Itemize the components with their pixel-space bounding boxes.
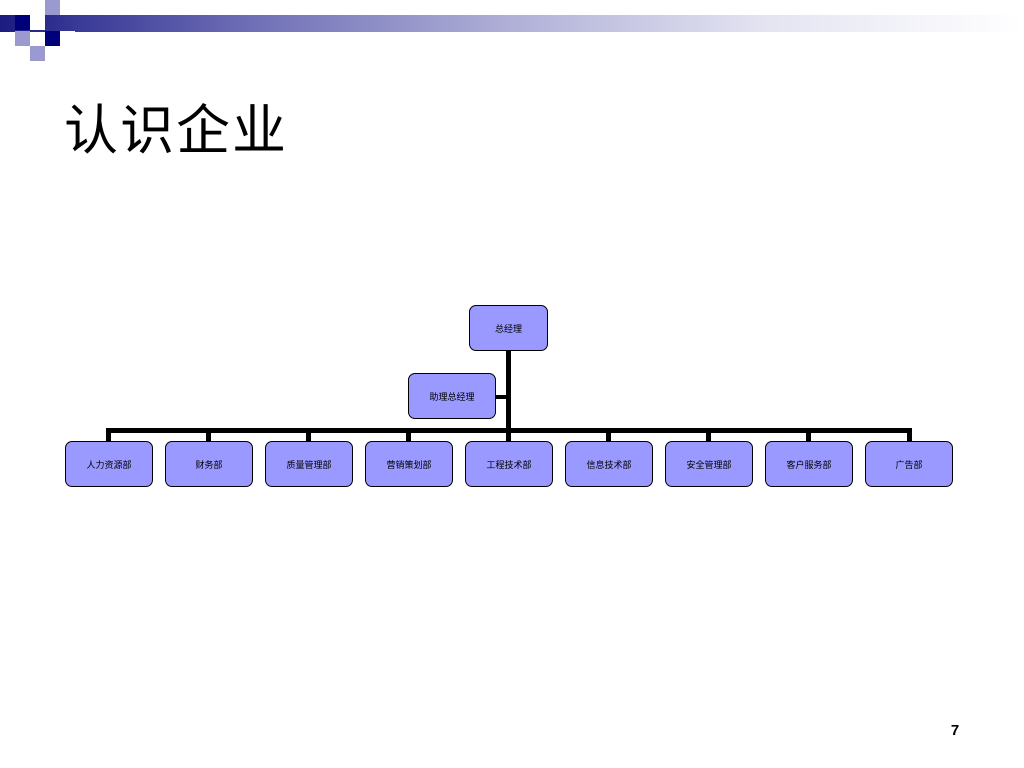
connector-drop: [306, 428, 311, 441]
connector-vertical-main: [506, 350, 511, 432]
org-node-department: 信息技术部: [565, 441, 653, 487]
connector-drop: [606, 428, 611, 441]
org-node-general-manager: 总经理: [469, 305, 548, 351]
connector-assistant: [496, 395, 509, 399]
deco-square: [15, 31, 30, 46]
connector-drop: [406, 428, 411, 441]
slide-title: 认识企业: [64, 99, 288, 162]
org-node-department: 财务部: [165, 441, 253, 487]
org-node-department: 安全管理部: [665, 441, 753, 487]
connector-drop: [706, 428, 711, 441]
connector-drop: [206, 428, 211, 441]
org-node-department: 客户服务部: [765, 441, 853, 487]
connector-drop: [806, 428, 811, 441]
header-gradient-bar: [0, 15, 1024, 32]
deco-square: [30, 46, 45, 61]
connector-drop: [106, 428, 111, 441]
deco-square: [45, 31, 60, 46]
deco-square: [60, 31, 75, 46]
deco-square: [60, 0, 75, 15]
deco-square: [45, 0, 60, 15]
org-node-department: 广告部: [865, 441, 953, 487]
page-number: 7: [950, 722, 960, 739]
org-node-assistant-manager: 助理总经理: [408, 373, 496, 419]
connector-drop: [506, 428, 511, 441]
org-node-department: 人力资源部: [65, 441, 153, 487]
org-node-department: 工程技术部: [465, 441, 553, 487]
deco-square: [15, 15, 30, 30]
org-node-department: 营销策划部: [365, 441, 453, 487]
connector-drop: [907, 428, 912, 441]
org-node-department: 质量管理部: [265, 441, 353, 487]
deco-square: [30, 15, 45, 30]
